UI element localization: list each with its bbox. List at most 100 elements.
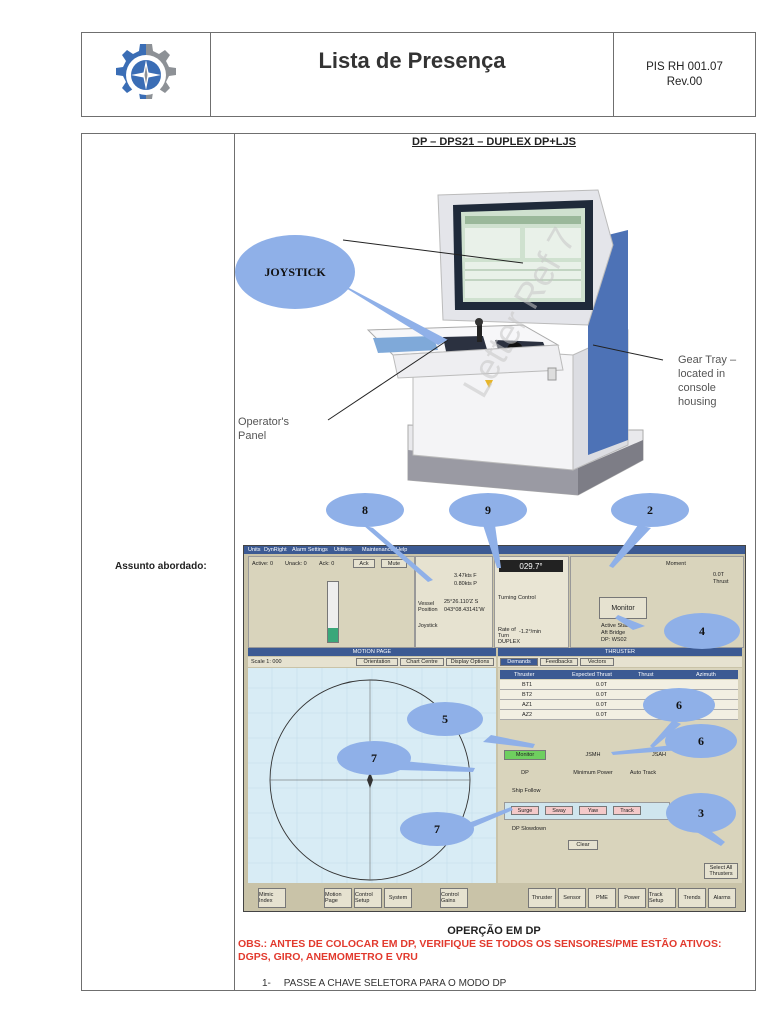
dp-screen-capture: Units DynRight Alarm Settings Utilities …: [243, 545, 746, 912]
vessel-longitude: 043°08.43141'W: [444, 607, 485, 613]
display-options-button[interactable]: Display Options: [446, 658, 494, 666]
chart-centre-button[interactable]: Chart Centre: [400, 658, 444, 666]
page-title: Lista de Presença: [318, 47, 506, 73]
nav-power[interactable]: Power: [618, 888, 646, 908]
callout-bubble-7: 7: [400, 812, 474, 846]
active-station-name: Aft Bridge: [601, 630, 626, 636]
callout-bubble-3: 3: [666, 793, 736, 833]
table-row[interactable]: BT1 0.0T: [500, 680, 738, 690]
table-row[interactable]: AZ2 0.0T: [500, 710, 738, 720]
thruster-name: BT2: [522, 692, 533, 698]
tab-vectors[interactable]: Vectors: [580, 658, 614, 666]
step-text: PASSE A CHAVE SELETORA PARA O MODO DP: [283, 978, 507, 989]
mode-monitor-button[interactable]: Monitor: [504, 750, 546, 760]
expected-thrust: 0.0T: [596, 712, 608, 718]
alarm-panel: Active: 0 Unack: 0 Ack: 0 Ack Mute: [248, 556, 415, 648]
nav-track-setup[interactable]: Track Setup: [648, 888, 676, 908]
speed-readout: 0.80kts P: [454, 581, 477, 587]
thruster-name: AZ2: [522, 712, 533, 718]
mode-minimum-power-button[interactable]: Minimum Power: [572, 766, 614, 780]
rate-of-turn-value: -1.2°/min: [519, 629, 542, 635]
thrust-bar-fill: [328, 628, 338, 642]
dp-slowdown-checkbox[interactable]: DP Slowdown: [512, 826, 547, 832]
yaw-button[interactable]: Yaw: [579, 806, 607, 815]
callout-bubble-7: 7: [337, 741, 411, 775]
mode-jsmh-button[interactable]: JSMH: [572, 750, 614, 760]
nav-thruster[interactable]: Thruster: [528, 888, 556, 908]
callout-bubble-6: 6: [643, 688, 715, 722]
document-code: PIS RH 001.07: [646, 60, 723, 73]
ack-button[interactable]: Ack: [353, 559, 375, 568]
observation-note: OBS.: ANTES DE COLOCAR EM DP, VERIFIQUE …: [238, 938, 722, 963]
dp-console-illustration: Letter Ref 7 JOYSTICK: [235, 189, 664, 496]
menu-item[interactable]: Utilities: [334, 547, 352, 553]
menu-item[interactable]: DynRight: [264, 547, 287, 553]
gear-tray-label: Gear Tray – located in console housing: [678, 353, 736, 409]
gear-tray-label-line: Gear Tray –: [678, 354, 737, 366]
nav-system[interactable]: System: [384, 888, 412, 908]
thrust-bar: [327, 581, 339, 643]
callout-bubble-5: 5: [407, 702, 483, 736]
nav-mimic-index[interactable]: Mimic Index: [258, 888, 286, 908]
ship-follow-option[interactable]: Ship Follow: [512, 788, 541, 794]
document-code-cell: PIS RH 001.07 Rev.00: [613, 33, 755, 116]
callout-pointers: [363, 525, 725, 846]
nav-sensor[interactable]: Sensor: [558, 888, 586, 908]
operator-panel-label-line: Panel: [238, 430, 267, 442]
select-all-thrusters-button[interactable]: Select All Thrusters: [704, 863, 738, 879]
content-table: Assunto abordado:: [81, 133, 756, 991]
gear-tray-label-line: housing: [678, 396, 717, 408]
tab-feedbacks[interactable]: Feedbacks: [540, 658, 578, 666]
thruster-name: AZ1: [522, 702, 533, 708]
orientation-button[interactable]: Orientation: [356, 658, 398, 666]
moment-label: Moment: [666, 561, 686, 567]
nav-alarms[interactable]: Alarms: [708, 888, 736, 908]
sway-button[interactable]: Sway: [545, 806, 573, 815]
table-row[interactable]: BT2 0.0T: [500, 690, 738, 700]
track-button[interactable]: Track: [613, 806, 641, 815]
gear-tray-label-line: console: [678, 382, 716, 394]
menu-item[interactable]: Help: [396, 547, 408, 553]
menu-item[interactable]: Alarm Settings: [292, 547, 328, 553]
subject-label: Assunto abordado:: [115, 561, 207, 572]
joystick-callout-label: JOYSTICK: [264, 265, 326, 279]
rate-of-turn-label: Rate of Turn: [498, 627, 516, 639]
clear-button[interactable]: Clear: [568, 840, 598, 850]
menu-item[interactable]: Maintenance: [362, 547, 394, 553]
vessel-latitude: 25°26.110'Z S: [444, 599, 479, 605]
logo-cell: [82, 33, 211, 116]
duplex-status: DUPLEX: [498, 639, 521, 645]
motion-page-header: MOTION PAGE: [248, 648, 496, 656]
callout-bubble-2: 2: [611, 493, 689, 527]
nav-control-setup[interactable]: Control Setup: [354, 888, 382, 908]
callout-bubble-9: 9: [449, 493, 527, 527]
company-logo-gear-compass-icon: [116, 44, 176, 99]
speed-readout: 3.47kts F: [454, 573, 477, 579]
thruster-name: BT1: [522, 682, 533, 688]
thruster-tabs: Demands Feedbacks Vectors: [498, 657, 742, 667]
table-row[interactable]: AZ1 0.0T: [500, 700, 738, 710]
document-header: Lista de Presença PIS RH 001.07 Rev.00: [81, 32, 756, 117]
nav-pme[interactable]: PME: [588, 888, 616, 908]
expected-thrust: 0.0T: [596, 702, 608, 708]
joystick-readout-label: Joystick: [418, 623, 438, 629]
scale-readout: Scale 1: 000: [251, 659, 282, 665]
active-station-workstation: DP: WS02: [601, 637, 627, 643]
nav-control-gains[interactable]: Control Gains: [440, 888, 468, 908]
mode-auto-track-button[interactable]: Auto Track: [622, 768, 664, 778]
position-panel: 3.47kts F 0.80kts P Vessel Position 25°2…: [415, 556, 493, 648]
thruster-table-header: Thruster Expected Thrust Thrust Azimuth: [500, 670, 738, 679]
nav-trends[interactable]: Trends: [678, 888, 706, 908]
menu-item[interactable]: Units: [248, 547, 261, 553]
mute-button[interactable]: Mute: [381, 559, 407, 568]
tab-demands[interactable]: Demands: [500, 658, 538, 666]
procedure-step: 1- PASSE A CHAVE SELETORA PARA O MODO DP: [262, 978, 506, 989]
thrust-label: Thrust: [713, 579, 729, 585]
alarm-count: Ack: 0: [319, 561, 335, 567]
column-header: Thrust: [638, 672, 654, 678]
thruster-panel-header: THRUSTER: [498, 648, 742, 656]
turning-control-label: Turning Control: [498, 595, 536, 601]
mode-dp-button[interactable]: DP: [504, 768, 546, 778]
nav-motion-page[interactable]: Motion Page: [324, 888, 352, 908]
compass-rose: [248, 668, 496, 883]
